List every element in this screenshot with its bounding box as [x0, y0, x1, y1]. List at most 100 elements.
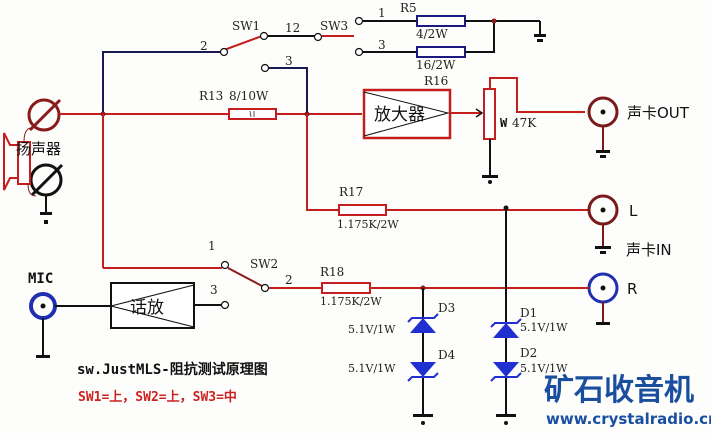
ground-icon: [40, 212, 52, 215]
sw2-pin-3-label: 3: [210, 283, 218, 297]
ground-icon: [595, 246, 611, 249]
jack-in-label: 声卡IN: [626, 241, 672, 259]
r16-out-wire: [489, 77, 585, 113]
r17-wire-in: [306, 114, 339, 211]
jack-r-label: R: [627, 280, 637, 298]
mic-jack: MIC: [28, 271, 57, 358]
speaker-lead: [23, 127, 37, 197]
wiper-arrow-icon: [475, 108, 484, 118]
sw1-pin-b-label: 3: [285, 54, 293, 68]
d1-bar: [490, 318, 522, 328]
r5-value: 4/2W: [416, 27, 448, 41]
d3-value: 5.1V/1W: [348, 323, 396, 336]
mic-pin: [40, 303, 46, 309]
d2-zener-icon: [493, 362, 519, 377]
sw1-label: SW1: [232, 19, 260, 33]
d3-bar: [407, 313, 439, 323]
r5b-wire-out: [465, 21, 495, 53]
r13-mark: [249, 110, 252, 118]
ground-icon-dot: [421, 421, 425, 425]
sw1-pin-12: [259, 31, 269, 41]
ground-icon-lower: [600, 155, 606, 158]
sw3-pin-3-label: 3: [378, 38, 386, 52]
sw2-pin-common: [260, 283, 270, 293]
jack-r-pin: [600, 285, 606, 291]
junction-dot: [491, 18, 497, 24]
amplifier-triangle-icon: [363, 91, 450, 137]
sw1-pin-common: [219, 47, 229, 57]
r5-resistor-network: R5 4/2W 16/2W: [363, 1, 546, 72]
r18-resistor: R18 1.175K/2W: [320, 265, 382, 308]
sw1-common-wire: [102, 51, 220, 112]
sw1-pin-common-label: 2: [200, 39, 208, 53]
d2-label: D2: [520, 346, 537, 360]
speaker: 扬声器: [3, 98, 64, 224]
diagram-title: sw.JustMLS-阻抗测试原理图: [77, 361, 268, 378]
r16-potentiometer: R16 W 47K: [424, 74, 585, 184]
sw2-pin-common-label: 2: [285, 273, 293, 287]
d3-zener-icon: [410, 318, 436, 333]
jack-out: 声卡OUT: [587, 96, 690, 158]
r13-resistor: R13 8/10W: [199, 89, 277, 120]
sw1-lever: [223, 35, 263, 51]
d2-value: 5.1V/1W: [520, 362, 568, 375]
sw3-switch: SW3 1 3: [313, 6, 386, 57]
ground-icon: [596, 150, 610, 153]
r5b-value: 16/2W: [416, 58, 456, 72]
ground-icon-lower: [44, 220, 48, 224]
r13-label: R13: [199, 89, 223, 103]
r5-label: R5: [400, 1, 417, 15]
jack-in-l: L 声卡IN: [587, 194, 672, 259]
sw3-pin-common: [313, 32, 323, 42]
d1-zener-icon: [493, 323, 519, 338]
jack-in-r: R: [587, 272, 637, 325]
r5-resistor: [416, 15, 466, 27]
sw2-lever: [227, 267, 263, 287]
r13-body: [228, 108, 277, 120]
amplifier-box: [362, 88, 452, 140]
ground-icon-dot: [504, 421, 508, 425]
d1-label: D1: [520, 306, 537, 320]
r16-label: R16: [424, 74, 448, 88]
d3-label: D3: [438, 301, 455, 315]
r17-label: R17: [339, 185, 363, 199]
terminal-slash: [28, 98, 62, 132]
ground-icon: [482, 175, 498, 178]
watermark-cn: 矿石收音机: [544, 373, 694, 408]
r16-wiper-label: W: [500, 116, 508, 130]
r16-value: 47K: [512, 116, 537, 130]
d4-bar: [407, 372, 439, 382]
terminal-slash: [30, 163, 64, 197]
sw2-pin-3: [220, 300, 230, 310]
watermark-url: www.crystalradio.cn: [546, 410, 711, 428]
sw3-pin-1-label: 1: [378, 6, 386, 20]
r17-resistor: R17 1.175K/2W: [337, 185, 399, 231]
r18-value: 1.175K/2W: [320, 295, 382, 308]
sw1-pin-a-label: 12: [285, 21, 300, 35]
jack-out-label: 声卡OUT: [627, 104, 690, 122]
d4-zener-icon: [410, 362, 436, 377]
d4-value: 5.1V/1W: [348, 362, 396, 375]
r18-body: [321, 282, 371, 294]
ground-icon-lower: [600, 251, 606, 254]
ground-icon: [36, 355, 50, 358]
sw2-pin-1-label: 1: [208, 239, 216, 253]
ground-icon-lower: [537, 39, 543, 42]
amplifier-label: 放大器: [374, 105, 425, 125]
d1-value: 5.1V/1W: [520, 321, 568, 334]
watermark-logo: 矿石收音机 www.crystalradio.cn: [544, 373, 711, 428]
sw2-switch: SW2 1 2 3: [208, 239, 293, 310]
r5b-resistor: [416, 46, 466, 58]
jack-l-label: L: [629, 202, 638, 220]
sw1-switch: SW1 2 12 3: [102, 19, 315, 112]
ground-icon-dot: [488, 180, 492, 184]
sw1-pin3-wire: [269, 67, 308, 112]
ground-icon: [534, 34, 546, 37]
r17-value: 1.175K/2W: [337, 218, 399, 231]
d4-label: D4: [438, 348, 456, 362]
jack-out-pin: [600, 109, 606, 115]
ground-icon: [496, 414, 516, 417]
ground-icon: [413, 414, 433, 417]
speaker-label: 扬声器: [16, 140, 61, 158]
